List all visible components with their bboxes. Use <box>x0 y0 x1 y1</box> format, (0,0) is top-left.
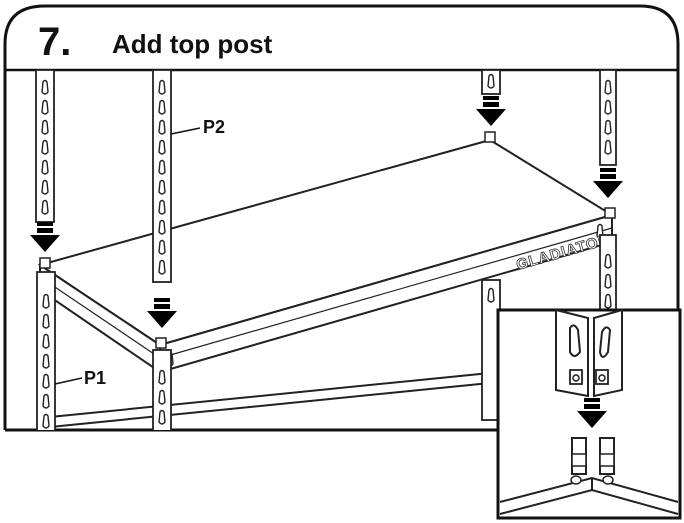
lower-shelf <box>39 371 501 429</box>
post-front-left-lower <box>36 271 56 430</box>
inset-post-halves <box>555 308 623 398</box>
label-p2-text: P2 <box>203 117 225 137</box>
label-p2: P2 <box>170 117 225 137</box>
label-p1-text: P1 <box>84 368 106 388</box>
step-title: Add top post <box>112 29 273 59</box>
inset-shelf-corner <box>499 437 679 515</box>
shelf-illustration: GLADIATOR <box>30 69 623 430</box>
detail-inset <box>496 308 682 520</box>
step-number: 7. <box>38 20 71 64</box>
corner-tabs <box>39 131 616 349</box>
top-post-p2 <box>152 69 172 283</box>
top-post-back-right <box>481 69 501 95</box>
label-p1: P1 <box>54 368 106 388</box>
top-post-right-front <box>599 69 617 166</box>
post-front-middle-lower <box>152 349 172 430</box>
top-post-front-left <box>35 69 55 223</box>
